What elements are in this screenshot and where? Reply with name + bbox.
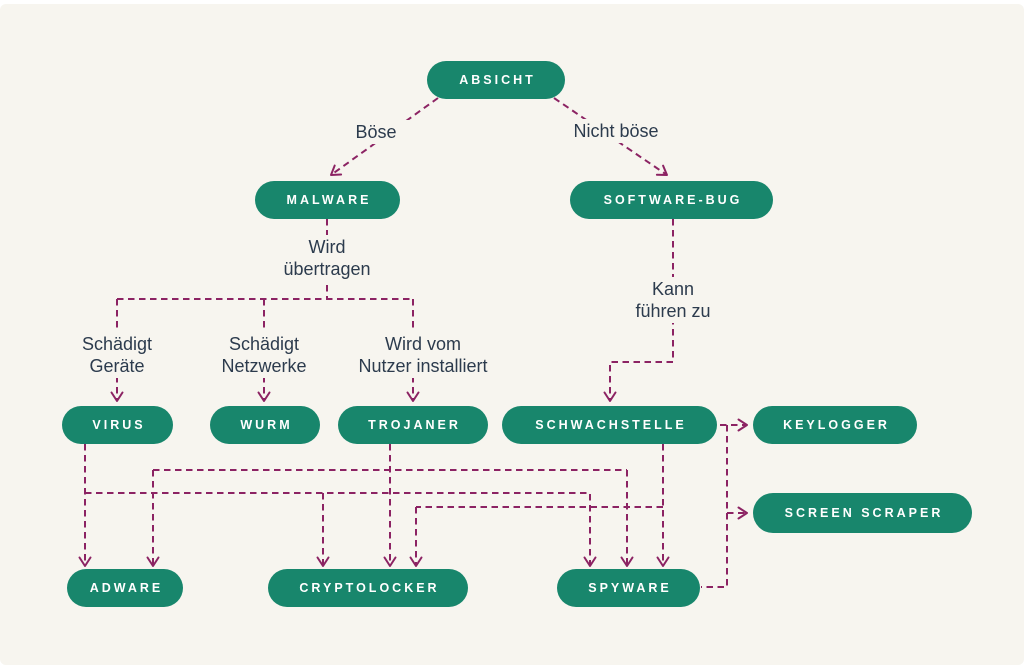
node-label: CRYPTOLOCKER: [299, 581, 440, 595]
edge-label-text: Schädigt: [81, 334, 153, 354]
edge-label-nicht-boese: Nicht böse: [556, 119, 676, 143]
edge-label-wird-uebertragen: Wird übertragen: [257, 235, 397, 281]
node-software-bug: SOFTWARE-BUG: [570, 181, 773, 219]
edge-label-wird-vom-nutzer: Wird vom Nutzer installiert: [333, 332, 513, 378]
node-label: SPYWARE: [588, 581, 672, 595]
edge-right-riser: [701, 425, 728, 588]
node-label: MALWARE: [286, 193, 372, 207]
edge-label-text: Schädigt: [228, 334, 300, 354]
node-adware: ADWARE: [67, 569, 183, 607]
edge-label-boese: Böse: [336, 120, 416, 144]
node-keylogger: KEYLOGGER: [753, 406, 917, 444]
node-label: VIRUS: [92, 418, 146, 432]
edge-virus-spyware: [85, 492, 597, 567]
edge-label-text: übertragen: [283, 259, 371, 279]
node-cryptolocker: CRYPTOLOCKER: [268, 569, 468, 607]
node-label: ABSICHT: [459, 73, 536, 87]
edge-label-text: Nutzer installiert: [358, 356, 488, 376]
edge-label-text: Kann: [651, 279, 695, 299]
node-label: WURM: [240, 418, 293, 432]
node-wurm: WURM: [210, 406, 320, 444]
node-label: SCHWACHSTELLE: [535, 418, 687, 432]
node-screen-scraper: SCREEN SCRAPER: [753, 493, 972, 533]
node-schwachstelle: SCHWACHSTELLE: [502, 406, 717, 444]
edge-label-text: Böse: [355, 122, 397, 142]
node-virus: VIRUS: [62, 406, 173, 444]
node-label: SOFTWARE-BUG: [603, 193, 743, 207]
node-spyware: SPYWARE: [557, 569, 700, 607]
edge-label-text: Wird: [308, 237, 346, 257]
node-trojaner: TROJANER: [338, 406, 488, 444]
node-label: TROJANER: [368, 418, 461, 432]
edge-label-schaedigt-geraete: Schädigt Geräte: [57, 332, 177, 378]
edge-label-text: führen zu: [635, 301, 711, 321]
edge-label-text: Wird vom: [385, 334, 461, 354]
node-label: KEYLOGGER: [783, 418, 890, 432]
node-label: SCREEN SCRAPER: [784, 506, 944, 520]
edge-label-schaedigt-netzwerke: Schädigt Netzwerke: [199, 332, 329, 378]
edge-label-text: Netzwerke: [221, 356, 307, 376]
edge-label-text: Nicht böse: [573, 121, 659, 141]
edge-label-kann-fuehren-zu: Kann führen zu: [618, 277, 728, 323]
node-absicht: ABSICHT: [427, 61, 565, 99]
node-label: ADWARE: [89, 581, 164, 595]
edge-label-text: Geräte: [89, 356, 145, 376]
node-malware: MALWARE: [255, 181, 400, 219]
